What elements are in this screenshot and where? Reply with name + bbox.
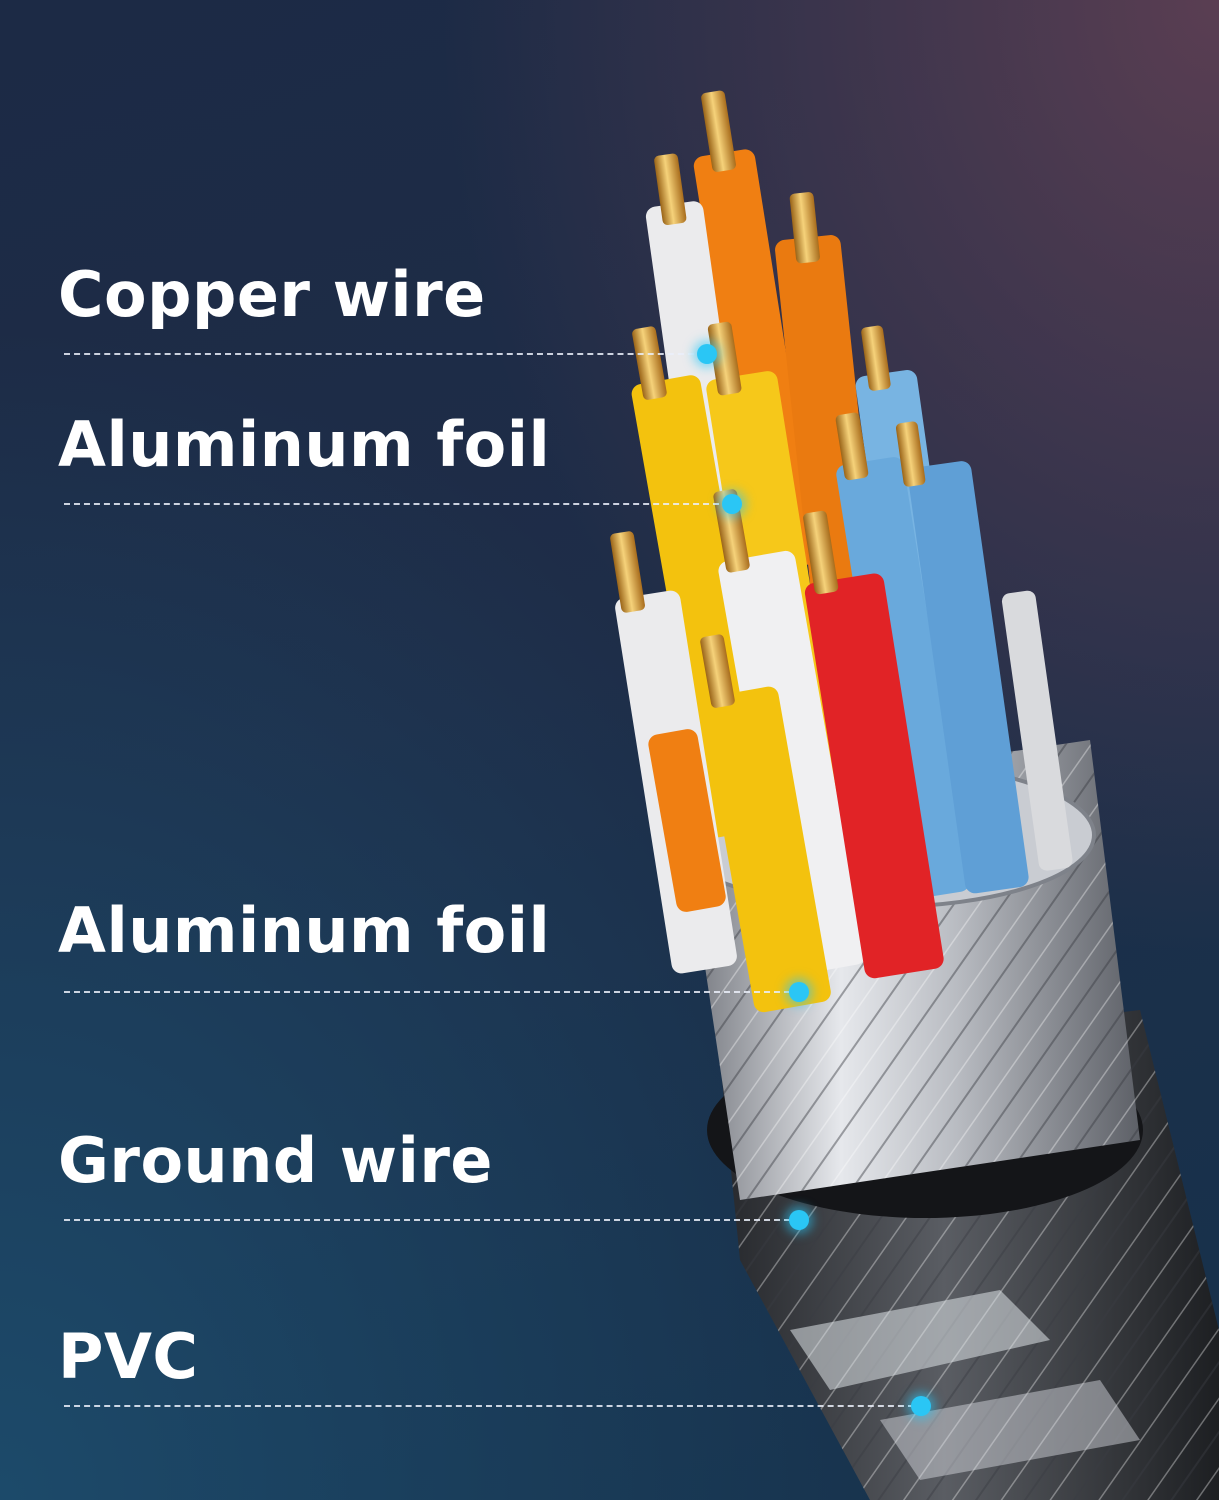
leader-line-pvc [64, 1405, 914, 1407]
marker-dot-copper-wire [697, 344, 717, 364]
label-aluminum-foil-outer: Aluminum foil [58, 894, 551, 967]
marker-dot-pvc [911, 1396, 931, 1416]
wire [1001, 590, 1073, 871]
marker-dot-aluminum-foil-inner [722, 494, 742, 514]
label-aluminum-foil-inner: Aluminum foil [58, 408, 551, 481]
label-copper-wire: Copper wire [58, 258, 486, 331]
label-ground-wire: Ground wire [58, 1124, 493, 1197]
leader-line-aluminum-foil-outer [64, 991, 790, 993]
wire [835, 412, 970, 900]
marker-dot-aluminum-foil-outer [789, 982, 809, 1002]
leader-line-ground-wire [64, 1219, 790, 1221]
wire [713, 489, 866, 975]
wire [648, 729, 726, 912]
leader-line-copper-wire [64, 353, 704, 355]
wire-bundle [610, 90, 1073, 1013]
wire [895, 421, 1029, 894]
marker-dot-ground-wire [789, 1210, 809, 1230]
wire [700, 634, 831, 1013]
wire [803, 510, 944, 979]
leader-line-aluminum-foil-inner [64, 503, 729, 505]
label-pvc: PVC [58, 1320, 199, 1393]
